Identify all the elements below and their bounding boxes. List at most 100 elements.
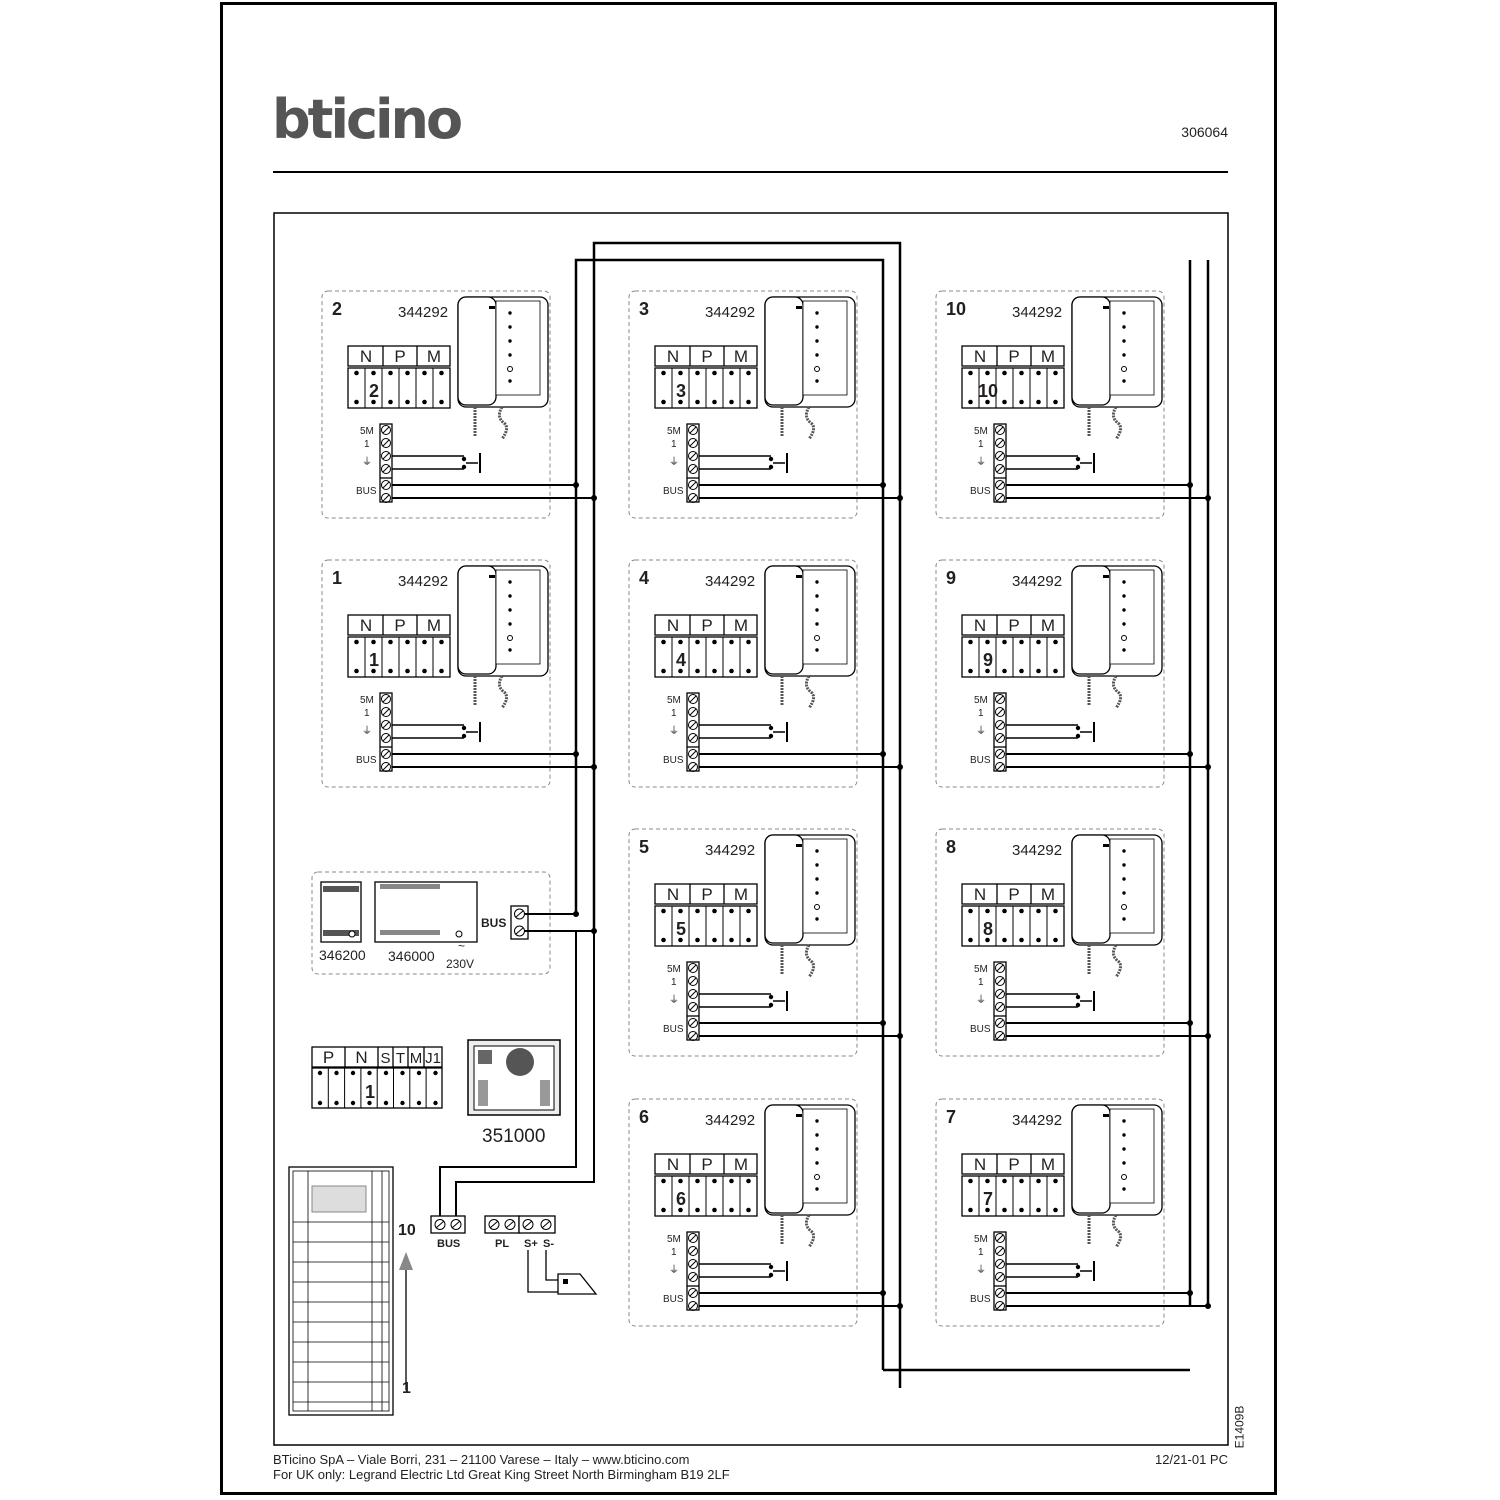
entrance-terminal-label: M	[410, 1050, 423, 1067]
unit-code: 344292	[398, 304, 448, 321]
terminal-label: N	[667, 347, 679, 366]
label-bus: BUS	[970, 1294, 991, 1305]
label-bus: BUS	[663, 486, 684, 497]
terminal-label: P	[394, 616, 405, 635]
unit-code: 344292	[1012, 304, 1062, 321]
label-5m: 5M	[667, 1234, 681, 1245]
panel-bottom-label: 1	[402, 1380, 411, 1397]
label-5m: 5M	[974, 1234, 988, 1245]
footer-uk-address: For UK only: Legrand Electric Ltd Great …	[273, 1467, 730, 1482]
terminal-label: M	[427, 347, 441, 366]
entrance-terminal-label: J1	[425, 1050, 441, 1067]
label-bus: BUS	[970, 1024, 991, 1035]
unit-code: 344292	[1012, 842, 1062, 859]
unit-code: 344292	[1012, 573, 1062, 590]
handset-icon	[764, 296, 856, 440]
terminal-label: M	[1041, 1155, 1055, 1174]
handset-icon	[764, 565, 856, 709]
svg-text:~: ~	[458, 939, 465, 953]
terminal-label: M	[1041, 885, 1055, 904]
terminal-label: N	[974, 616, 986, 635]
entrance-terminal-label: T	[396, 1050, 405, 1067]
unit-number: 7	[946, 1107, 956, 1127]
label-bus: BUS	[970, 486, 991, 497]
label-1: 1	[671, 708, 677, 719]
terminal-label: P	[701, 885, 712, 904]
unit-code: 344292	[705, 573, 755, 590]
label-1: 1	[978, 977, 984, 988]
label-bus: BUS	[356, 486, 377, 497]
label-1: 1	[978, 1247, 984, 1258]
terminal-label: N	[667, 885, 679, 904]
terminal-label: M	[734, 347, 748, 366]
unit-slot: 9	[983, 650, 993, 670]
diagram-frame	[273, 212, 1229, 1446]
footer-date: 12/21-01 PC	[1155, 1452, 1228, 1467]
terminal-label: N	[667, 616, 679, 635]
pushbutton-icon: ⏚	[669, 725, 679, 737]
pushbutton-icon: ⏚	[669, 1264, 679, 1276]
unit-number: 2	[332, 299, 342, 319]
entrance-terminal-label: S	[380, 1050, 390, 1067]
unit-slot: 3	[676, 381, 686, 401]
label-bus: BUS	[663, 1294, 684, 1305]
s-plus-label: S+	[524, 1238, 538, 1250]
psu-bus-label: BUS	[481, 916, 506, 930]
s-minus-label: S-	[543, 1238, 554, 1250]
handset-icon	[457, 296, 549, 440]
label-5m: 5M	[974, 695, 988, 706]
pushbutton-icon: ⏚	[362, 725, 372, 737]
label-5m: 5M	[667, 426, 681, 437]
unit-slot: 1	[369, 650, 379, 670]
handset-icon	[1071, 834, 1163, 978]
terminal-label: N	[667, 1155, 679, 1174]
handset-icon	[764, 834, 856, 978]
handset-icon	[1071, 1104, 1163, 1248]
pushbutton-icon: ⏚	[976, 994, 986, 1006]
terminal-label: M	[1041, 616, 1055, 635]
label-1: 1	[364, 439, 370, 450]
footer-address: BTicino SpA – Viale Borri, 231 – 21100 V…	[273, 1452, 690, 1467]
pushbutton-icon: ⏚	[669, 456, 679, 468]
terminal-label: N	[974, 885, 986, 904]
handset-icon	[457, 565, 549, 709]
psu-code-b: 346000	[388, 948, 435, 964]
unit-code: 344292	[1012, 1112, 1062, 1129]
label-bus: BUS	[663, 1024, 684, 1035]
label-1: 1	[671, 977, 677, 988]
bottom-terminals: BUS PL S+ S-	[430, 931, 598, 1295]
terminal-label: P	[701, 1155, 712, 1174]
power-supply-346200	[320, 881, 362, 943]
terminal-label: N	[974, 1155, 986, 1174]
label-1: 1	[671, 1247, 677, 1258]
terminal-label: M	[734, 1155, 748, 1174]
unit-number: 3	[639, 299, 649, 319]
audio-module-code: 351000	[482, 1126, 545, 1147]
handset-icon	[1071, 565, 1163, 709]
label-5m: 5M	[667, 964, 681, 975]
label-1: 1	[978, 439, 984, 450]
unit-code: 344292	[705, 1112, 755, 1129]
unit-slot: 7	[983, 1189, 993, 1209]
drawing-reference: E1409B	[1232, 1405, 1247, 1449]
terminal-label: M	[734, 616, 748, 635]
push-button-panel: 10 1	[288, 1166, 416, 1416]
unit-slot: 6	[676, 1189, 686, 1209]
power-supply-group: 346200 346000 ~ 230V BUS	[311, 871, 597, 975]
unit-slot: 2	[369, 381, 379, 401]
header-divider	[273, 171, 1228, 173]
psu-voltage: 230V	[446, 957, 474, 971]
unit-code: 344292	[705, 304, 755, 321]
power-supply-346000	[374, 881, 478, 943]
document-code: 306064	[1181, 124, 1228, 140]
unit-slot: 4	[676, 650, 686, 670]
brand-logo: bticino	[272, 88, 463, 151]
